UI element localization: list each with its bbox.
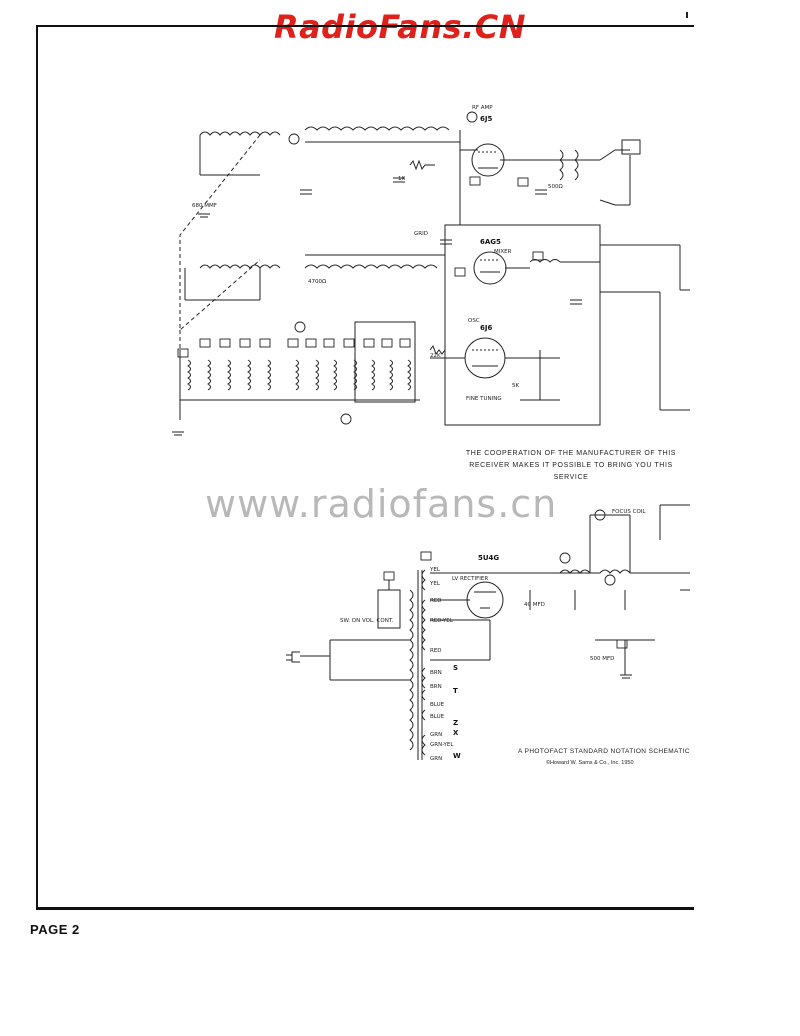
wire-label: RED bbox=[430, 648, 442, 654]
mixer-label: MIXER bbox=[494, 249, 512, 255]
resistor-4700-label: 4700Ω bbox=[308, 279, 326, 285]
wire-label: GRN bbox=[430, 756, 442, 762]
osc-label: OSC bbox=[468, 318, 480, 324]
reference-markers bbox=[177, 111, 628, 649]
antenna-terminal bbox=[621, 139, 641, 155]
wire-label: RED-YEL bbox=[430, 618, 454, 624]
osc-tube bbox=[464, 337, 506, 379]
terminal-letter: X bbox=[453, 729, 459, 737]
terminal-letter: S bbox=[453, 664, 458, 672]
mixer-section-box bbox=[444, 224, 601, 426]
terminal-letter: W bbox=[453, 752, 461, 760]
transformer-wire-labels: YEL YEL RED RED-YEL RED BRN BRN BLUE BLU… bbox=[429, 567, 454, 762]
wire-label: BRN bbox=[430, 684, 442, 690]
site-watermark: www.radiofans.cn bbox=[205, 482, 558, 526]
resistor-grid bbox=[409, 159, 435, 171]
wire-label: YEL bbox=[429, 581, 441, 587]
corner-tick-mark bbox=[686, 12, 688, 18]
ground-symbols bbox=[172, 213, 632, 679]
lv-rectifier-tube-type: 5U4G bbox=[478, 554, 499, 562]
coil-string-mid bbox=[199, 264, 281, 269]
coil-string-top bbox=[199, 131, 281, 136]
standard-notation-caption: A PHOTOFACT STANDARD NOTATION SCHEMATIC bbox=[518, 748, 690, 755]
terminal-letters: S T Z X W bbox=[453, 664, 461, 760]
site-brand-title[interactable]: RadioFans.CN bbox=[273, 8, 527, 46]
wire-label: BLUE bbox=[430, 702, 445, 708]
coil-bank bbox=[187, 359, 411, 391]
wire-label: BLUE bbox=[430, 714, 445, 720]
focus-coil-label: FOCUS COIL bbox=[612, 509, 646, 515]
notice-line-1: THE COOPERATION OF THE MANUFACTURER OF T… bbox=[465, 450, 677, 457]
mixer-tube bbox=[473, 251, 507, 285]
resistor-22k-label: 22K bbox=[430, 353, 441, 359]
rf-amp-label: RF AMP bbox=[472, 105, 493, 111]
wire-label: YEL bbox=[429, 567, 441, 573]
rectifier-tube bbox=[466, 581, 504, 619]
capacitor-symbols bbox=[300, 177, 582, 305]
manufacturer-notice: THE COOPERATION OF THE MANUFACTURER OF T… bbox=[456, 448, 686, 484]
rf-amp-tube bbox=[471, 143, 505, 177]
oscillator-coil-box bbox=[354, 321, 416, 403]
coil-string-top-2 bbox=[304, 126, 450, 131]
terminal-letter: Z bbox=[453, 719, 458, 727]
fine-tuning-label: FINE TUNING bbox=[466, 396, 502, 402]
power-transformer-secondary bbox=[421, 569, 426, 756]
wire-label: GRN bbox=[430, 732, 442, 738]
switch-vol-cont-label: SW. ON VOL. CONT. bbox=[340, 618, 394, 624]
terminal-letter: T bbox=[453, 687, 458, 695]
notice-line-2: RECEIVER MAKES IT POSSIBLE TO BRING YOU … bbox=[469, 462, 673, 481]
wire-label: BRN bbox=[430, 670, 442, 676]
coil-string-mid-2 bbox=[304, 264, 438, 269]
lv-rectifier-label: LV RECTIFIER bbox=[452, 576, 488, 582]
mixer-tube-type: 6AG5 bbox=[480, 238, 501, 246]
ac-plug bbox=[286, 651, 300, 663]
capacitor-680-label: 680 MMF bbox=[192, 203, 217, 209]
resistor-5k-label: 5K bbox=[512, 383, 519, 389]
copyright-notice: ©Howard W. Sams & Co., Inc. 1950 bbox=[546, 760, 634, 766]
capacitor-500mfd-label: 500 MFD bbox=[590, 656, 614, 662]
grid-label: GRID bbox=[414, 231, 428, 237]
resistor-1k-label: 1K bbox=[398, 176, 405, 182]
capacitor-40mfd-label: 40 MFD bbox=[524, 602, 545, 608]
focus-coil-choke bbox=[599, 569, 631, 574]
wire-label: GRN-YEL bbox=[430, 742, 454, 748]
schematic-frame bbox=[36, 25, 694, 910]
rf-amp-tube-type: 6J5 bbox=[480, 115, 492, 123]
page-number: PAGE 2 bbox=[30, 922, 80, 937]
filter-choke bbox=[559, 569, 591, 574]
wire-label: RED bbox=[430, 598, 442, 604]
power-transformer-primary bbox=[409, 589, 414, 751]
resistor-500-label: 500Ω bbox=[548, 184, 563, 190]
resistor-osc bbox=[429, 344, 446, 356]
osc-tube-type: 6J6 bbox=[480, 324, 492, 332]
